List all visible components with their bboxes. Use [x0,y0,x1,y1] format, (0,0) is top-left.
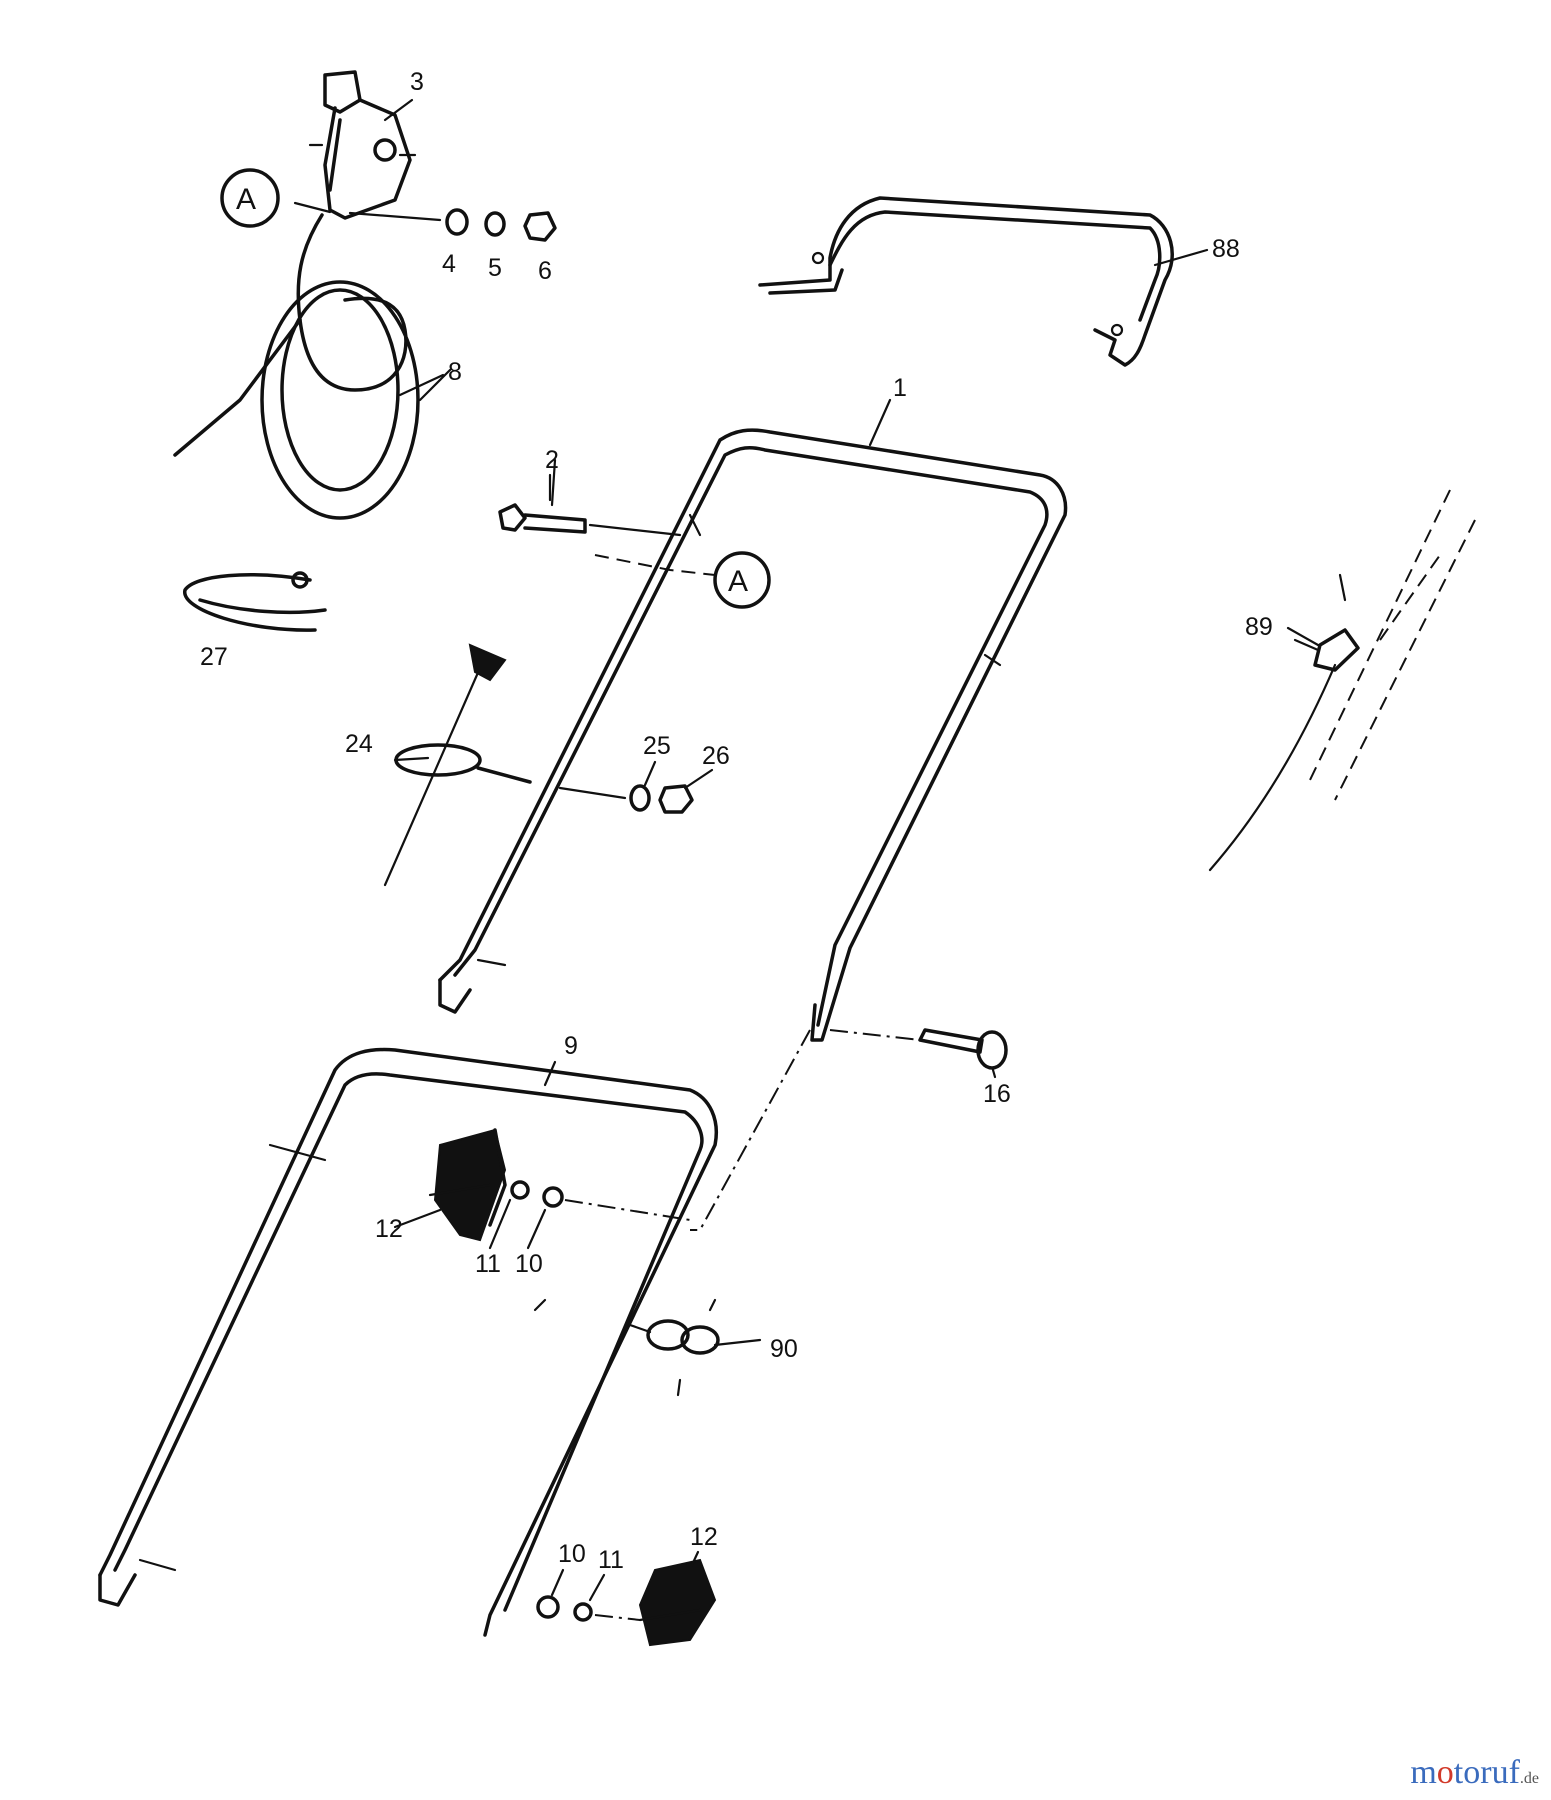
lower-handle [98,1047,718,1637]
upper-handle [438,398,1068,1042]
label-26: 26 [702,742,730,770]
bolt-part [498,458,682,537]
throttle-lever-part [293,70,442,222]
assembly-line-a [594,554,716,576]
handle-knob-upper [428,1128,507,1242]
assembly-line-16 [690,1029,811,1231]
cable-clip-with-handle-outline [1208,489,1476,872]
knob-washers-upper [510,1180,691,1221]
eye-bolt-part [383,643,532,887]
label-4: 4 [442,250,456,278]
label-6: 6 [538,257,552,285]
label-leader-lines [383,98,1320,1602]
label-12-upper: 12 [375,1215,403,1243]
label-89: 89 [1245,613,1273,641]
label-90: 90 [770,1335,798,1363]
label-2: 2 [545,446,559,474]
label-25: 25 [643,732,671,760]
label-10-lower: 10 [558,1540,586,1568]
label-1: 1 [893,374,907,402]
label-88: 88 [1212,235,1240,263]
svg-text:A: A [236,183,256,216]
label-5: 5 [488,254,502,282]
washer-and-locknut-parts [558,784,694,814]
label-3: 3 [410,68,424,96]
callout-a-mid: A [713,551,771,609]
label-12-lower: 12 [690,1523,718,1551]
label-11-lower: 11 [598,1546,624,1574]
knob-washers-lower [536,1595,641,1622]
motoruf-watermark: motoruf.de [1410,1754,1539,1791]
label-10-upper: 10 [515,1250,543,1278]
label-9: 9 [564,1032,578,1060]
label-24: 24 [345,730,373,758]
label-11-upper: 11 [475,1250,501,1278]
throttle-cable-coil [173,213,452,520]
cable-guide-clip [628,1298,762,1397]
callout-a-top: A [220,168,280,228]
svg-text:A: A [728,565,748,598]
label-16: 16 [983,1080,1011,1108]
handle-knob-lower [638,1558,717,1647]
label-8: 8 [448,358,462,386]
carriage-bolt-part [829,1028,1008,1070]
part-number-labels: 1 2 3 4 5 6 8 9 10 10 11 11 12 12 16 24 … [200,68,1273,1574]
label-27: 27 [200,643,228,671]
top-handle-bar [758,196,1209,367]
washers-and-nut-parts [445,208,557,242]
cable-tie-part [183,571,327,632]
